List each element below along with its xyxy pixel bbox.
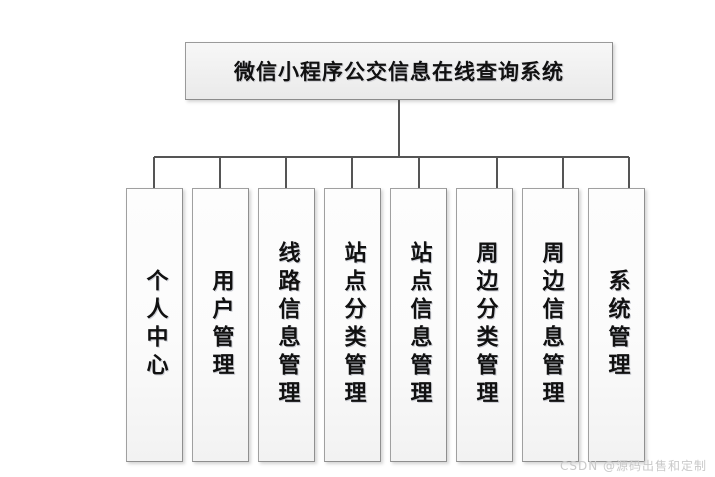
child-node-label: 周边分类管理 (472, 241, 498, 409)
root-node-label: 微信小程序公交信息在线查询系统 (234, 60, 564, 84)
child-node-user-management[interactable]: 用户管理 (192, 188, 249, 462)
child-node-row: 个人中心 用户管理 线路信息管理 站点分类管理 站点信息管理 周边分类管理 周边… (126, 188, 657, 462)
child-node-label: 用户管理 (208, 269, 234, 381)
watermark-text: CSDN @源码出售和定制 (559, 459, 707, 473)
child-node-route-info-management[interactable]: 线路信息管理 (258, 188, 315, 462)
child-node-station-category-management[interactable]: 站点分类管理 (324, 188, 381, 462)
child-node-label: 个人中心 (142, 269, 168, 381)
root-node-system-title[interactable]: 微信小程序公交信息在线查询系统 (185, 42, 613, 100)
child-node-label: 站点信息管理 (406, 241, 432, 409)
child-node-station-info-management[interactable]: 站点信息管理 (390, 188, 447, 462)
child-node-nearby-info-management[interactable]: 周边信息管理 (522, 188, 579, 462)
child-node-nearby-category-management[interactable]: 周边分类管理 (456, 188, 513, 462)
child-node-label: 站点分类管理 (340, 241, 366, 409)
child-node-label: 系统管理 (604, 269, 630, 381)
child-node-label: 线路信息管理 (274, 241, 300, 409)
child-node-label: 周边信息管理 (538, 241, 564, 409)
child-node-personal-center[interactable]: 个人中心 (126, 188, 183, 462)
child-node-system-management[interactable]: 系统管理 (588, 188, 645, 462)
